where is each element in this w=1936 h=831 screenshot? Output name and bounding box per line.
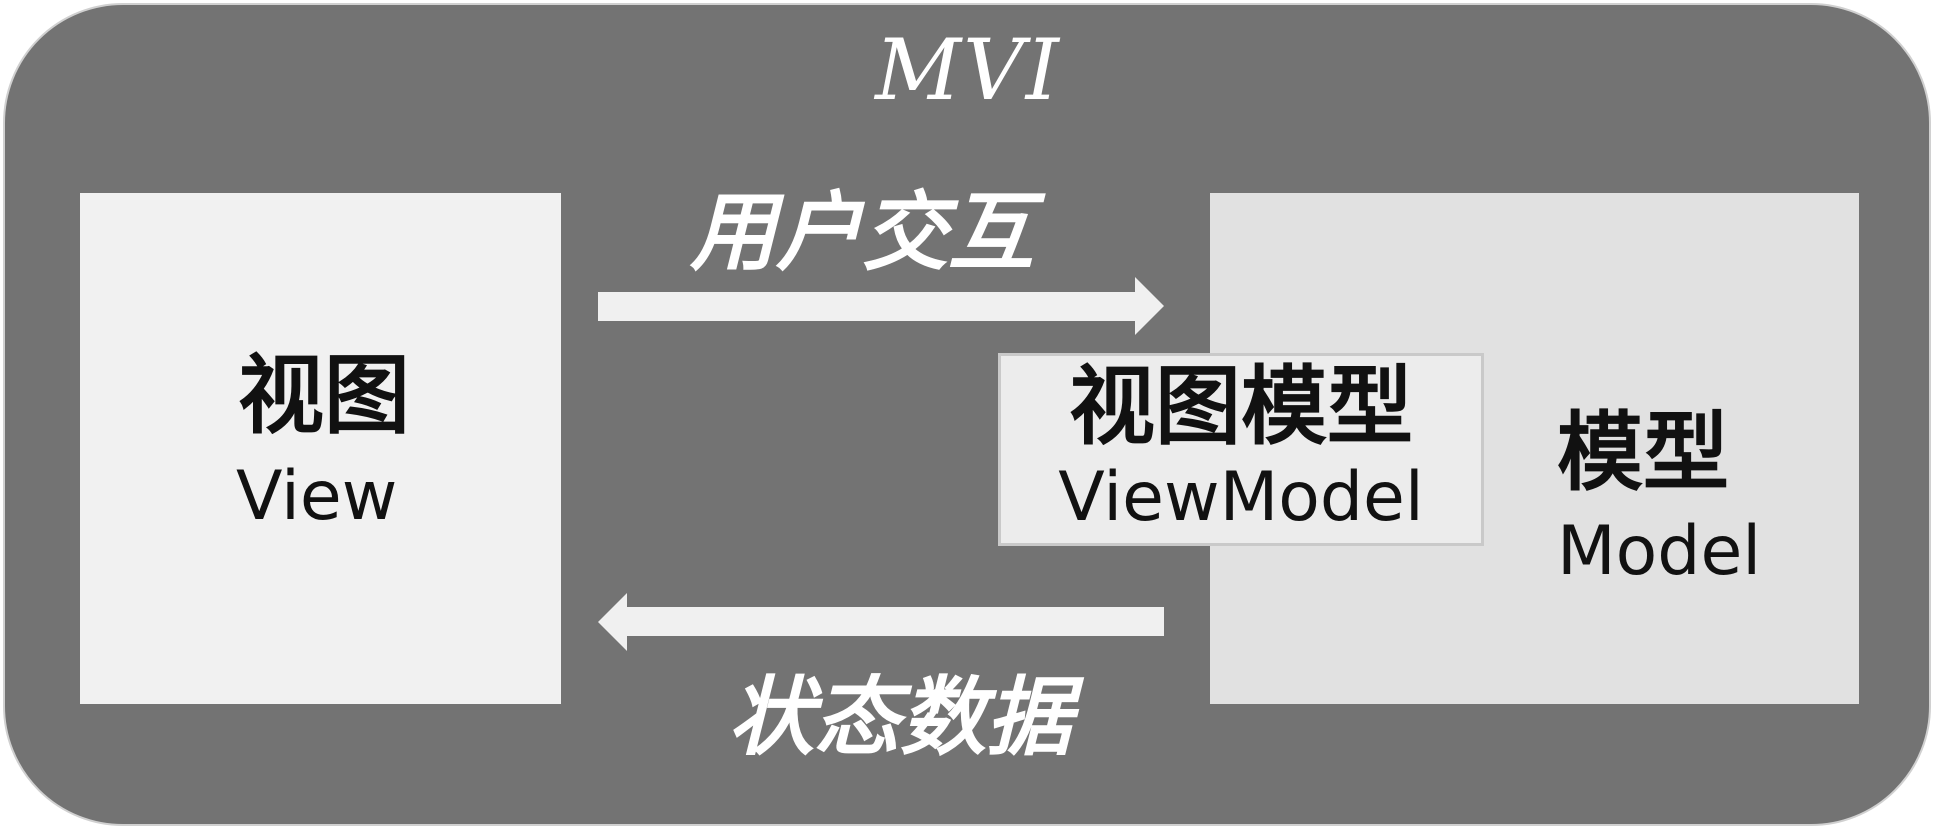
viewmodel-label-en: ViewModel	[1058, 458, 1424, 537]
view-label-zh: 视图	[238, 346, 410, 446]
viewmodel-label-zh: 视图模型	[1069, 357, 1413, 457]
viewmodel-box: 视图模型 ViewModel	[998, 353, 1484, 546]
view-box	[80, 193, 561, 704]
arrow-label-state-data: 状态数据	[728, 668, 1072, 768]
diagram-title: MVI	[875, 21, 1061, 119]
model-label-en: Model	[1557, 512, 1762, 591]
arrow-right-icon	[598, 277, 1164, 335]
model-label-zh: 模型	[1557, 403, 1729, 503]
arrow-left-icon	[598, 593, 1164, 651]
arrow-label-user-interaction: 用户交互	[690, 183, 1034, 283]
view-label-en: View	[236, 457, 398, 536]
